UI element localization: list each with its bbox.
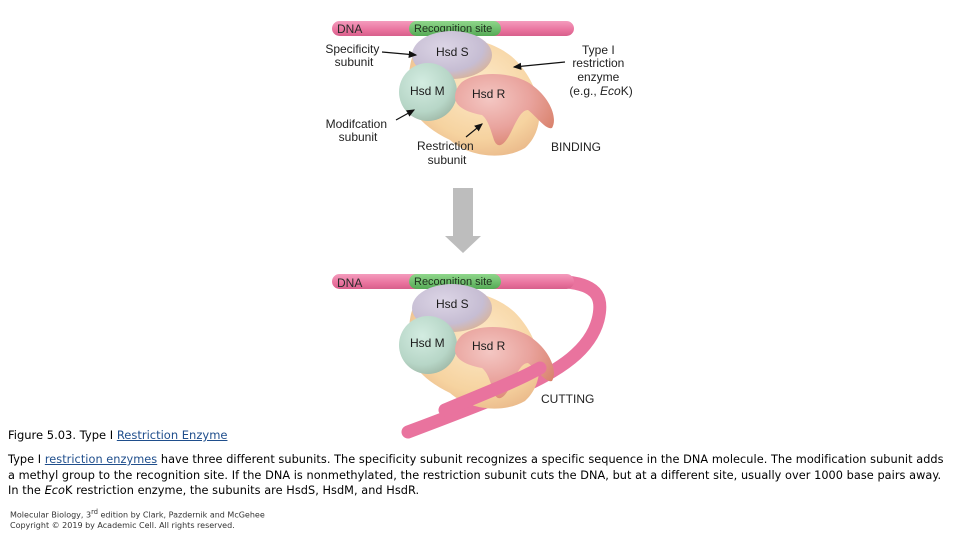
restriction-enzyme-link[interactable]: Restriction Enzyme	[116, 428, 228, 442]
hsd-s-label: Hsd S	[436, 45, 469, 59]
hsd-s-label: Hsd S	[436, 297, 469, 311]
specificity-pointer	[381, 50, 418, 58]
dna-label: DNA	[337, 22, 362, 36]
down-arrow-icon	[445, 188, 481, 253]
hsd-m-subunit	[399, 316, 457, 374]
hsd-r-label: Hsd R	[472, 339, 506, 353]
figure-caption: Figure 5.03. Type I Restriction Enzyme T…	[8, 427, 952, 499]
copyright-credit: Molecular Biology, 3rd edition by Clark,…	[10, 508, 265, 532]
hsd-m-label: Hsd M	[410, 84, 445, 98]
restriction-subunit-label: Restriction subunit	[417, 139, 477, 167]
recognition-site-label: Recognition site	[414, 276, 492, 288]
type1-pointer	[512, 61, 566, 70]
hsd-r-label: Hsd R	[472, 87, 506, 101]
restriction-pointer	[465, 123, 483, 138]
recognition-site	[409, 274, 501, 289]
hsd-r-subunit	[455, 327, 554, 399]
hsd-r-subunit	[455, 74, 554, 146]
caption-body: Type I restriction enzymes have three di…	[8, 453, 944, 498]
type1-enzyme-label: Type I restriction enzyme (e.g., EcoK)	[569, 43, 632, 98]
hsd-m-label: Hsd M	[410, 336, 445, 350]
hsd-m-subunit	[399, 63, 457, 121]
binding-stage-label: BINDING	[551, 140, 601, 154]
cutting-panel: DNA Recognition site Hsd S Hsd M Hsd R C…	[332, 274, 607, 439]
recognition-site	[409, 21, 501, 36]
credit-line-1: Molecular Biology, 3rd edition by Clark,…	[10, 508, 265, 520]
binding-panel: DNA Recognition site Hsd S Hsd M Hsd R S…	[325, 21, 633, 167]
dna-loop-front	[438, 361, 547, 417]
modification-pointer	[395, 109, 416, 121]
restriction-enzymes-link[interactable]: restriction enzymes	[44, 453, 158, 467]
credit-line-2: Copyright © 2019 by Academic Cell. All r…	[10, 521, 235, 531]
cutting-stage-label: CUTTING	[541, 392, 594, 406]
dna-label: DNA	[337, 276, 362, 290]
specificity-subunit-label: Specificity subunit	[325, 42, 382, 69]
modification-subunit-label: Modifcation subunit	[326, 117, 391, 144]
recognition-site-label: Recognition site	[414, 23, 492, 35]
dna-loop	[401, 275, 607, 439]
caption-title: Figure 5.03. Type I Restriction Enzyme	[8, 428, 228, 442]
